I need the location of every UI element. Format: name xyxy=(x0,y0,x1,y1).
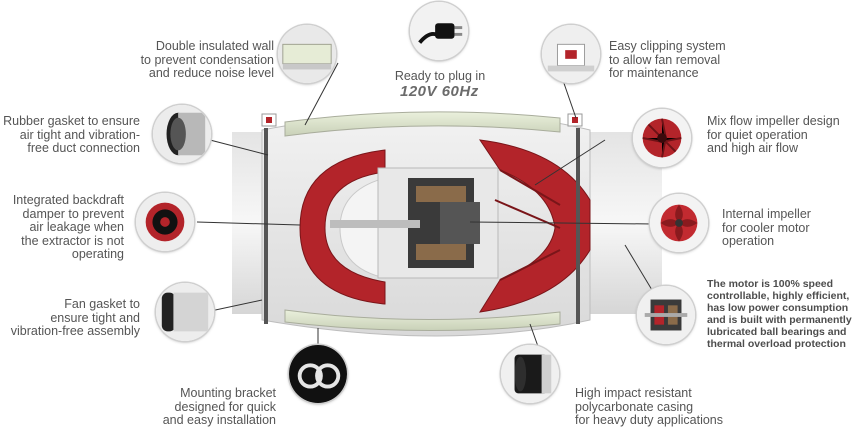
internal-impeller-icon xyxy=(650,194,708,252)
casing-label: High impact resistant polycarbonate casi… xyxy=(575,386,724,427)
clip-icon xyxy=(542,25,600,83)
casing-icon xyxy=(501,345,559,403)
gasket-label: Rubber gasket to ensure air tight and vi… xyxy=(3,114,140,155)
motor-label: The motor is 100% speed controllable, hi… xyxy=(707,278,852,350)
plug-icon xyxy=(410,2,468,60)
motor-icon xyxy=(637,286,695,344)
mixflow-label: Mix flow impeller design for quiet opera… xyxy=(707,114,840,155)
mixflow-impeller-icon xyxy=(633,109,691,167)
insulation-icon xyxy=(278,25,336,83)
plug-voltage: 120V 60Hz xyxy=(400,83,479,100)
fan-gasket-label: Fan gasket to ensure tight and vibration… xyxy=(10,297,140,338)
wall-label: Double insulated wall to prevent condens… xyxy=(140,39,274,80)
clipping-label: Easy clipping system to allow fan remova… xyxy=(609,39,726,80)
backdraft-label: Integrated backdraft damper to prevent a… xyxy=(12,193,124,261)
plug-title: Ready to plug in xyxy=(394,69,486,83)
internal-impeller-label: Internal impeller for cooler motor opera… xyxy=(722,207,811,248)
bracket-label: Mounting bracket designed for quick and … xyxy=(162,386,276,427)
duct-gasket-icon xyxy=(153,105,211,163)
bracket-icon xyxy=(289,345,347,403)
fan-gasket-icon xyxy=(156,283,214,341)
backdraft-damper-icon xyxy=(136,193,194,251)
